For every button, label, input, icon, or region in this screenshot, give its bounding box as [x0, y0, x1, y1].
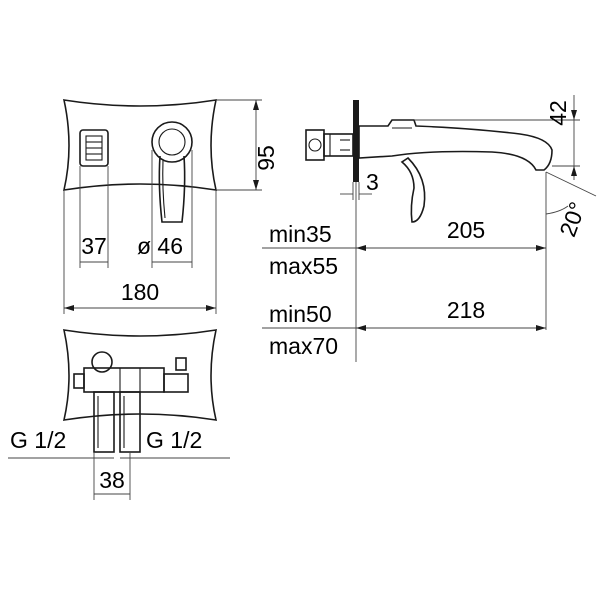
dim-218: 218	[356, 297, 546, 331]
dim-205-label: 205	[447, 217, 485, 243]
min35-label: min35	[269, 221, 332, 247]
rear-view: G 1/2 G 1/2 38	[8, 329, 230, 500]
diverter-knob	[79, 129, 109, 167]
thread-left-label: G 1/2	[10, 427, 66, 453]
thread-right-label: G 1/2	[146, 427, 202, 453]
dim-angle: 20°	[545, 171, 597, 330]
rear-plate-outline	[62, 329, 218, 421]
depth-labels: min35 max55 min50 max70	[269, 221, 338, 359]
dim-180-label: 180	[121, 279, 159, 305]
side-view: 42 3 20° min35 max55 min50 max70	[262, 95, 597, 362]
dim-180: 180	[63, 190, 217, 314]
in-wall-body	[305, 129, 354, 161]
max70-label: max70	[269, 333, 338, 359]
dim-218-label: 218	[447, 297, 485, 323]
dim-38: 38	[93, 452, 131, 500]
dim-95-label: 95	[253, 145, 279, 171]
min50-label: min50	[269, 301, 332, 327]
lever-handle	[151, 121, 193, 223]
wall-plate	[353, 100, 359, 182]
front-plate-outline	[62, 99, 218, 191]
dim-38-label: 38	[99, 467, 125, 493]
dim-angle-label: 20°	[554, 198, 590, 240]
dim-95: 95	[216, 99, 279, 191]
dim-37-label: 37	[81, 233, 107, 259]
dim-42: 42	[414, 95, 580, 180]
dim-3: 3	[340, 169, 379, 200]
dim-46-label: ø 46	[137, 233, 183, 259]
dim-42-label: 42	[545, 100, 571, 126]
thread-labels: G 1/2 G 1/2	[8, 427, 230, 459]
dim-3-label: 3	[366, 169, 379, 195]
inlet-pipes	[93, 391, 141, 453]
side-lever	[400, 156, 426, 223]
valve-body	[73, 351, 189, 393]
max55-label: max55	[269, 253, 338, 279]
dim-46: ø 46	[137, 150, 193, 268]
front-view: 95 37 ø 46 180	[62, 99, 279, 314]
spout	[358, 119, 553, 171]
dim-37: 37	[79, 166, 109, 268]
dim-205: 205	[356, 217, 546, 251]
